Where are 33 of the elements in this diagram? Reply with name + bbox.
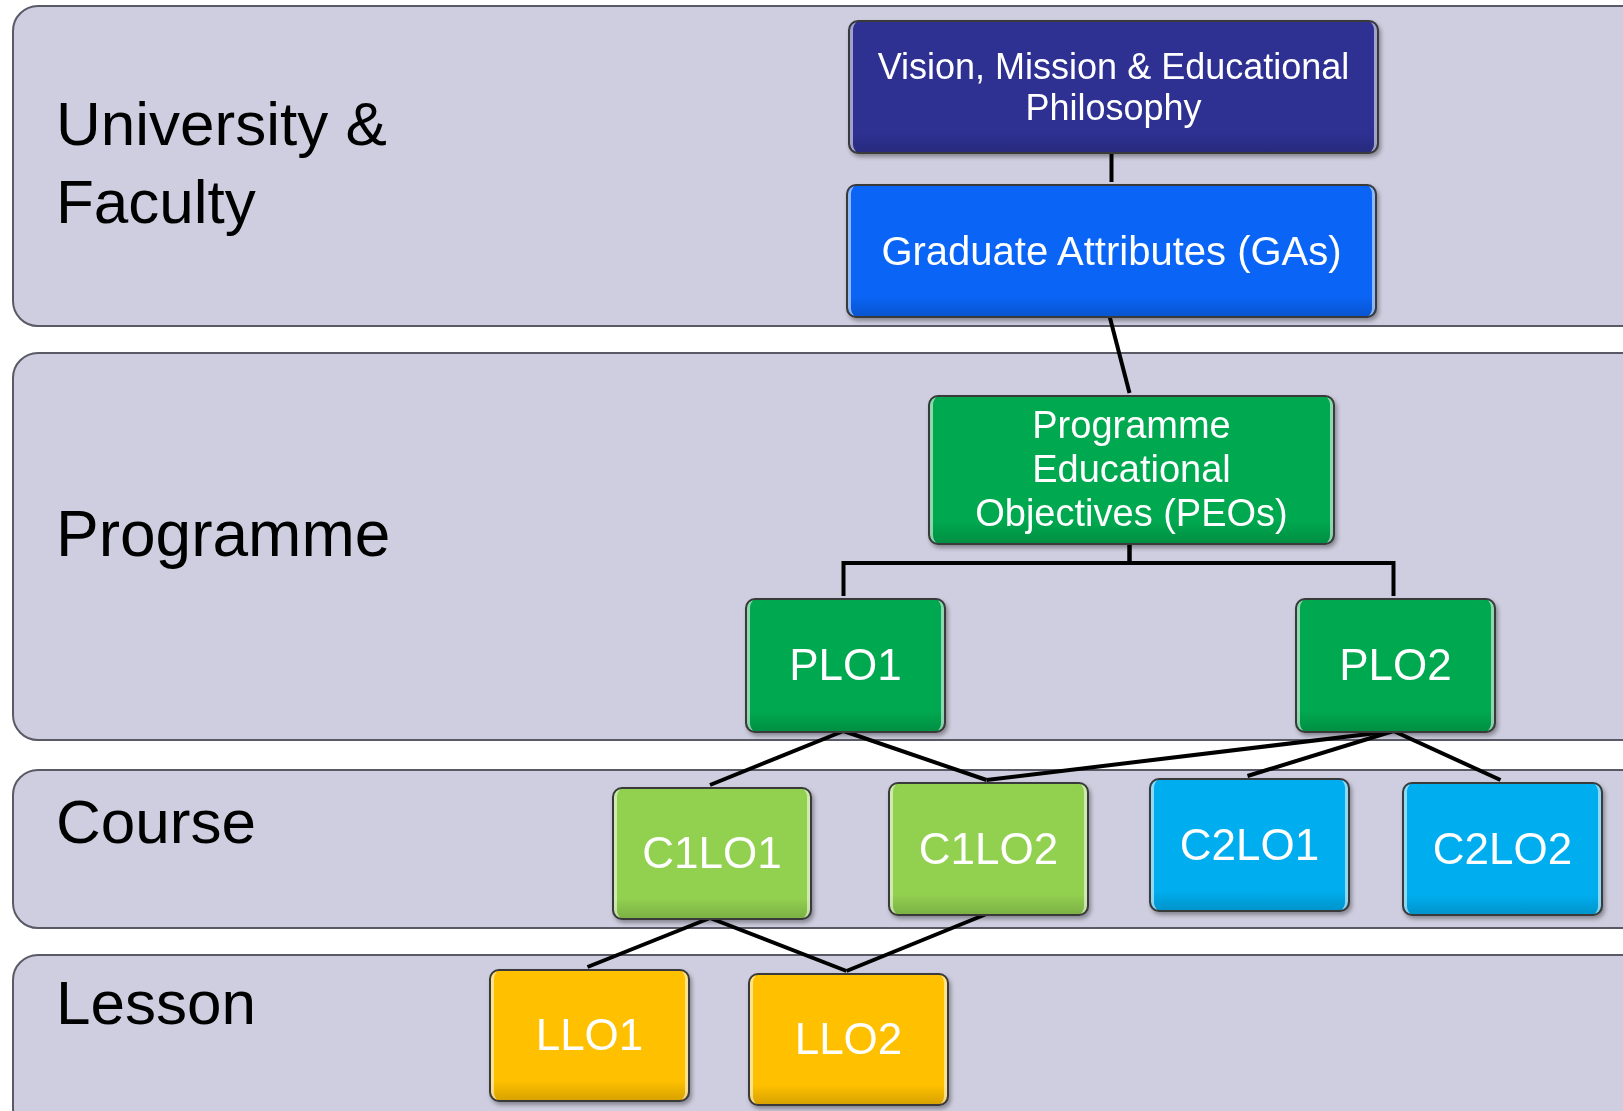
box-label: C1LO2	[918, 823, 1059, 875]
level-label: Lesson	[56, 967, 257, 1039]
box-label: C2LO1	[1179, 819, 1320, 871]
box-label: C2LO2	[1432, 823, 1573, 875]
box-label: LLO2	[794, 1014, 903, 1065]
outcome-box	[1149, 778, 1350, 912]
box-label: PLO2	[1339, 640, 1452, 691]
outcome-box	[848, 20, 1379, 154]
level-band	[12, 5, 1623, 327]
level-label: Programme	[56, 497, 392, 572]
level-band	[12, 769, 1623, 929]
outcome-box	[846, 184, 1377, 318]
outcome-box	[1402, 782, 1603, 916]
outcome-box	[888, 782, 1089, 916]
box-label: LLO1	[535, 1010, 644, 1061]
outcome-box	[745, 598, 946, 733]
connector-line	[1127, 543, 1396, 596]
box-label: Vision, Mission & Educational Philosophy	[876, 45, 1351, 129]
box-label: Programme Educational Objectives (PEOs)	[974, 404, 1289, 536]
outcome-box	[612, 787, 812, 920]
outcome-box	[489, 969, 690, 1102]
outcome-box	[748, 973, 949, 1106]
level-band	[12, 954, 1623, 1111]
level-band	[12, 352, 1623, 741]
outcome-box	[928, 395, 1335, 545]
box-label: Graduate Attributes (GAs)	[881, 228, 1342, 274]
connector-line	[1107, 315, 1132, 394]
connector-line	[1109, 152, 1114, 182]
box-label: C1LO1	[642, 828, 782, 879]
box-label: PLO1	[789, 640, 902, 691]
outcome-box	[1295, 598, 1496, 733]
level-label: University & Faculty	[56, 88, 388, 238]
level-label: Course	[56, 786, 257, 858]
